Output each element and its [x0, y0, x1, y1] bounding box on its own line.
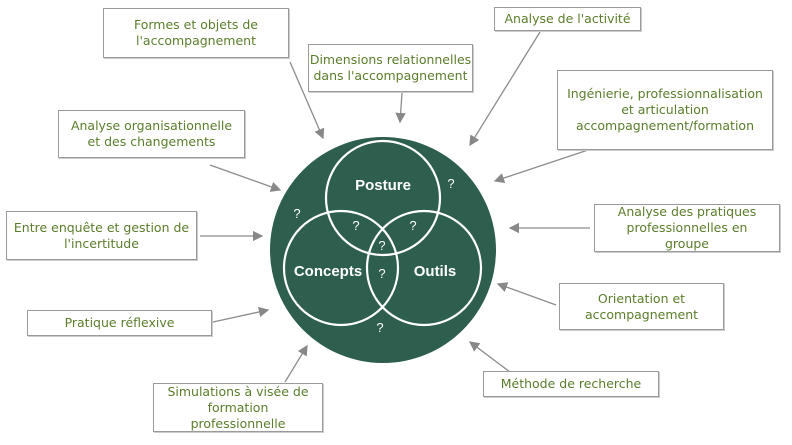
arrows — [200, 31, 590, 383]
question-mark: ? — [378, 266, 385, 281]
posture-circle — [324, 139, 442, 257]
posture-label: Posture — [355, 177, 411, 194]
question-mark: ? — [447, 176, 454, 191]
box-organisationnelle: Analyse organisationnelle et des changem… — [58, 110, 245, 158]
box-recherche: Méthode de recherche — [483, 371, 659, 397]
box-activite: Analyse de l'activité — [494, 7, 641, 31]
question-mark: ? — [409, 218, 416, 233]
question-mark: ? — [378, 238, 385, 253]
box-dimensions: Dimensions relationnelles dans l'accompa… — [308, 44, 473, 92]
question-mark: ? — [352, 218, 359, 233]
box-pratiques: Analyse des pratiques professionnelles e… — [594, 204, 780, 252]
box-ingenierie: Ingénierie, professionnalisation et arti… — [557, 70, 773, 150]
box-enquete: Entre enquête et gestion de l'incertitud… — [6, 211, 197, 260]
box-orientation: Orientation et accompagnement — [559, 283, 724, 330]
question-mark: ? — [376, 320, 383, 335]
question-mark: ? — [293, 206, 300, 221]
outils-label: Outils — [414, 263, 457, 280]
concepts-circle — [282, 209, 400, 327]
box-reflexive: Pratique réflexive — [27, 310, 212, 336]
box-simulations: Simulations à visée de formation profess… — [153, 383, 323, 432]
outils-circle — [365, 209, 483, 327]
concepts-label: Concepts — [294, 263, 362, 280]
box-formes: Formes et objets de l'accompagnement — [103, 8, 289, 58]
